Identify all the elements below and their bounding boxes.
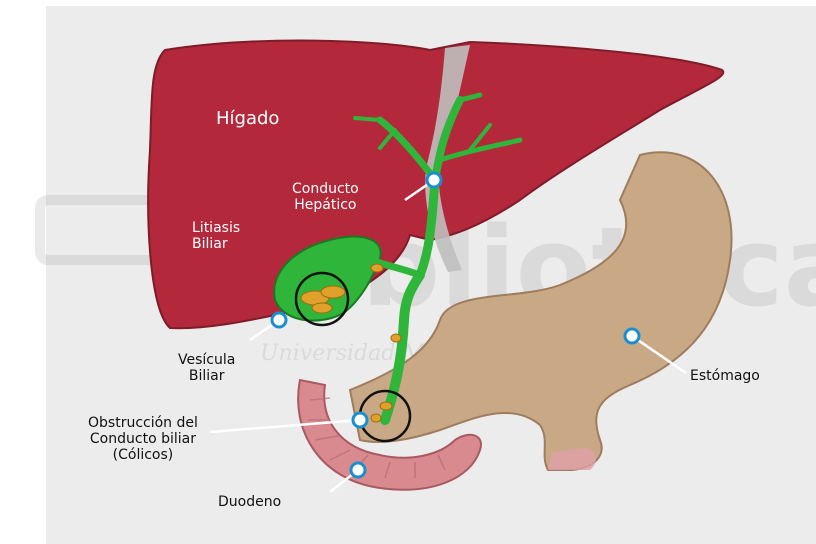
liver-label: Hígado bbox=[216, 111, 279, 127]
duodenum-label: Duodeno bbox=[218, 494, 281, 510]
lithiasis-label: Litiasis Biliar bbox=[192, 220, 240, 252]
hepatic-duct-label: Conducto Hepático bbox=[292, 181, 359, 213]
stomach-label: Estómago bbox=[690, 368, 760, 384]
gallbladder-label: Vesícula Biliar bbox=[178, 352, 235, 384]
obstruction-label: Obstrucción del Conducto biliar (Cólicos… bbox=[88, 415, 198, 463]
